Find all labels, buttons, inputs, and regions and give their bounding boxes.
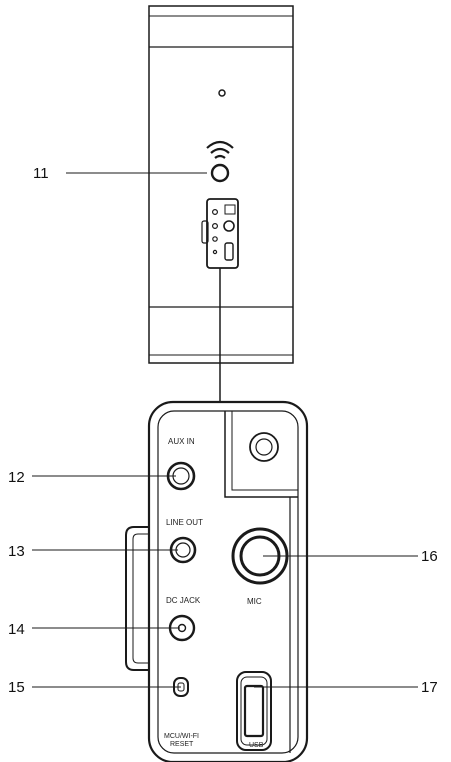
- enlarged-port-panel: [125, 400, 309, 762]
- callout-11: 11: [33, 165, 207, 182]
- callout-17: 17: [254, 679, 438, 696]
- port-panel-thumbnail: [201, 198, 239, 269]
- wifi-button-ring: [210, 163, 230, 183]
- mic-label: MIC: [247, 597, 262, 606]
- callout-number: 13: [8, 543, 25, 560]
- callout-13: 13: [8, 543, 178, 560]
- reset-label-line1: MCU/WI-FI: [164, 733, 199, 740]
- panel-outer-outline: [147, 400, 309, 762]
- speaker-outline: [148, 5, 294, 364]
- dc-jack-label: DC JACK: [166, 596, 201, 605]
- usb-label: USB: [249, 742, 264, 749]
- wifi-signal-icon: [206, 140, 234, 159]
- callout-number: 12: [8, 469, 25, 486]
- wifi-button[interactable]: [206, 140, 234, 183]
- panel-inner-outline: [157, 410, 299, 754]
- screw-icon: [249, 432, 279, 462]
- callout-14: 14: [8, 621, 180, 638]
- callout-12: 12: [8, 469, 176, 486]
- callout-number: 17: [421, 679, 438, 696]
- line-out-label: LINE OUT: [166, 518, 203, 527]
- callout-16: 16: [263, 548, 438, 565]
- panel-side-tab: [125, 526, 149, 671]
- reset-label-line2: RESET: [170, 741, 194, 748]
- callout-number: 15: [8, 679, 25, 696]
- callout-number: 11: [33, 165, 49, 182]
- usb-port[interactable]: [236, 671, 272, 751]
- indicator-led: [218, 89, 226, 97]
- aux-in-label: AUX IN: [168, 437, 195, 446]
- callout-number: 16: [421, 548, 438, 565]
- callout-15: 15: [8, 679, 181, 696]
- panel-inset-block: [224, 411, 298, 498]
- callout-number: 14: [8, 621, 25, 638]
- speaker-body: [148, 5, 294, 364]
